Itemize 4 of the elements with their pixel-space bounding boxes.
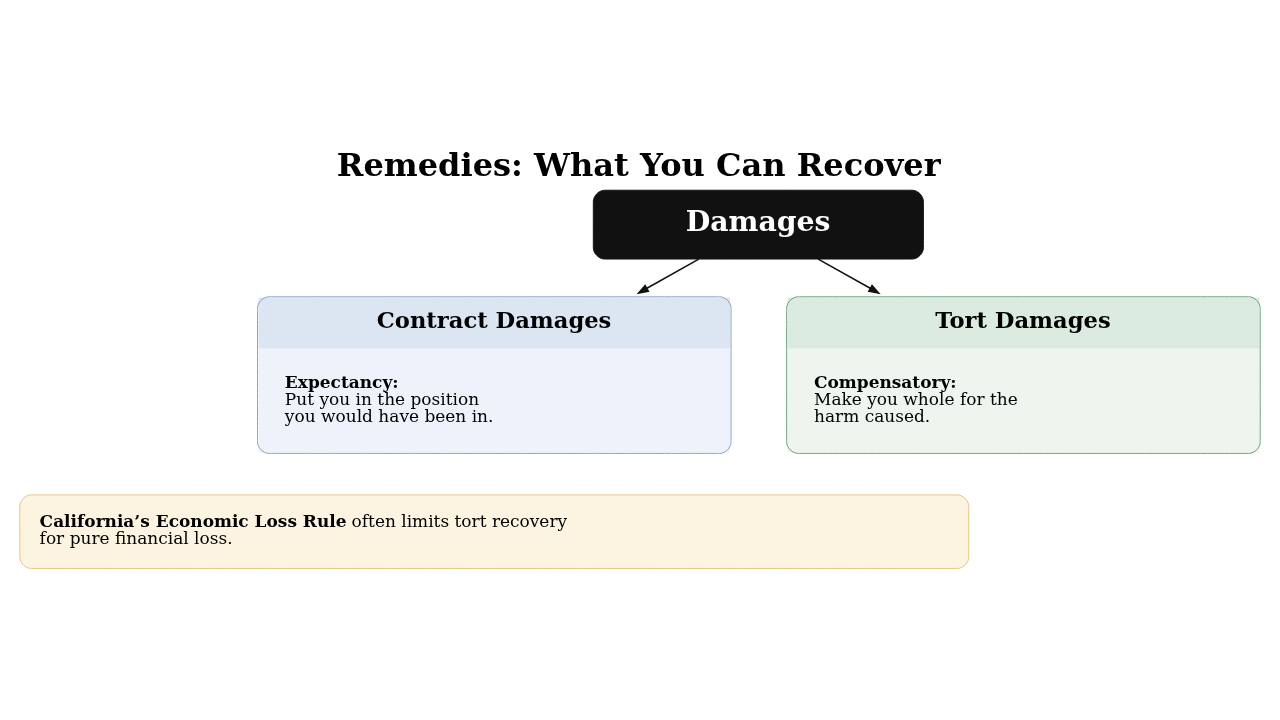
node-box: Damages: [592, 189, 924, 260]
diagram-title: Remedies: What You Can Recover: [336, 146, 941, 185]
arrow: [817, 258, 881, 295]
arrow: [636, 258, 700, 295]
